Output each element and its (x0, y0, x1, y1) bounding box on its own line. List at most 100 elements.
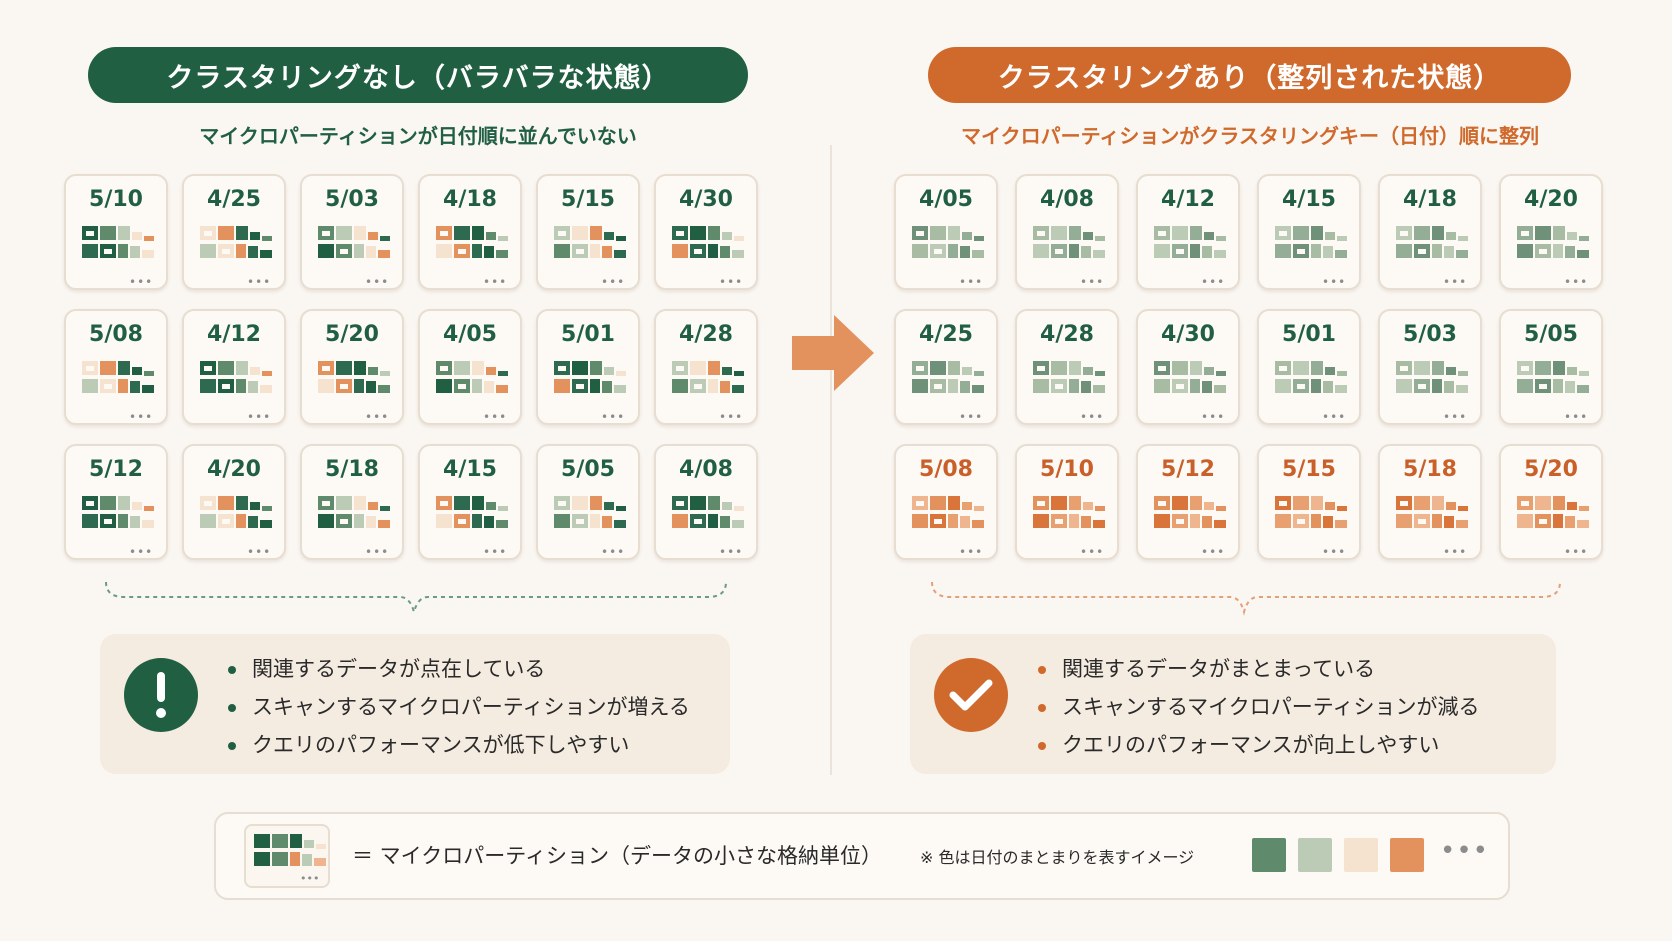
micro-partition-tile: 4/28••• (654, 309, 758, 425)
data-block (972, 250, 984, 258)
micro-partition-tile: 5/05••• (536, 444, 640, 560)
data-block (734, 236, 744, 241)
right-title: クラスタリングあり（整列された状態） (997, 62, 1502, 94)
data-block-inset (934, 519, 942, 524)
data-block (734, 506, 744, 511)
data-block (1095, 506, 1105, 511)
legend-equation: ＝ マイクロパーティション（データの小さな格納単位） (352, 844, 882, 868)
data-block (82, 379, 98, 393)
tile-date-label: 4/20 (1524, 187, 1578, 212)
data-block (1293, 361, 1309, 375)
partition-blocks (200, 226, 272, 278)
data-block (272, 834, 288, 848)
more-dots: ••• (1443, 545, 1468, 559)
tile-date-label: 5/18 (325, 457, 379, 482)
micro-partition-tile: 4/12••• (182, 309, 286, 425)
data-block (132, 502, 142, 510)
partition-blocks (200, 496, 272, 548)
clustered-summary-box: 関連するデータがまとまっている スキャンするマイクロパーティションが減る クエリ… (910, 634, 1556, 774)
data-block (1172, 496, 1188, 510)
data-block (218, 496, 234, 510)
more-dots: ••• (483, 410, 508, 424)
data-block (590, 226, 602, 240)
data-block (1323, 381, 1333, 393)
data-block (1565, 246, 1575, 258)
data-block-inset (222, 519, 230, 524)
data-block (486, 502, 496, 510)
data-block-inset (694, 519, 702, 524)
data-block (604, 367, 614, 375)
partition-blocks (82, 226, 154, 278)
data-block (1567, 367, 1577, 375)
data-block (590, 379, 600, 393)
data-block (130, 516, 140, 528)
data-block (236, 244, 246, 258)
data-block (962, 367, 972, 375)
tile-date-label: 5/01 (1282, 322, 1336, 347)
data-block (912, 244, 928, 258)
data-block-inset (916, 366, 924, 371)
legend-more: ••• (1440, 836, 1490, 866)
data-block (1577, 385, 1589, 393)
data-block (498, 371, 508, 376)
data-block (254, 852, 270, 866)
data-block (1190, 514, 1200, 528)
data-block-inset (1297, 384, 1305, 389)
data-block (722, 232, 732, 240)
data-block (118, 379, 128, 393)
data-block (948, 244, 958, 258)
data-block (604, 502, 614, 510)
data-block (960, 516, 970, 528)
data-block (1202, 381, 1212, 393)
data-block (318, 379, 334, 393)
data-block-inset (222, 384, 230, 389)
data-block (1154, 379, 1170, 393)
more-dots: ••• (959, 545, 984, 559)
more-dots: ••• (247, 545, 272, 559)
data-block (948, 514, 958, 528)
data-block (248, 246, 258, 258)
micro-partition-tile: 5/15••• (536, 174, 640, 290)
data-block (144, 236, 154, 241)
data-block (614, 250, 626, 258)
tile-date-label: 4/25 (207, 187, 261, 212)
more-dots: ••• (1201, 410, 1226, 424)
checkmark-icon (934, 658, 1008, 732)
more-dots: ••• (1201, 275, 1226, 289)
data-block (100, 496, 116, 510)
data-block-inset (676, 366, 684, 371)
data-block (144, 371, 154, 376)
partition-blocks (554, 361, 626, 413)
more-dots: ••• (1564, 275, 1589, 289)
partition-blocks (318, 496, 390, 548)
data-block (732, 520, 744, 528)
data-block-inset (1037, 501, 1045, 506)
data-block (366, 381, 376, 393)
data-block (472, 361, 484, 375)
data-block (930, 226, 946, 240)
center-divider (830, 145, 832, 775)
data-block (1093, 385, 1105, 393)
unclustered-summary-box: 関連するデータが点在している スキャンするマイクロパーティションが増える クエリ… (100, 634, 730, 774)
data-block (590, 244, 600, 258)
data-block (316, 844, 326, 849)
data-block (1204, 502, 1214, 510)
partition-blocks (82, 496, 154, 548)
data-block-inset (934, 384, 942, 389)
data-block-inset (576, 384, 584, 389)
data-block-inset (104, 384, 112, 389)
tile-date-label: 4/30 (1161, 322, 1215, 347)
tile-date-label: 4/15 (1282, 187, 1336, 212)
micro-partition-tile: 4/08••• (654, 444, 758, 560)
data-block-inset (458, 249, 466, 254)
data-block (1081, 246, 1091, 258)
data-block (218, 226, 234, 240)
right-arrow-icon (792, 315, 874, 391)
data-block (1432, 244, 1442, 258)
data-block (1325, 367, 1335, 375)
data-block (602, 516, 612, 528)
data-block (672, 244, 688, 258)
data-block-inset (1279, 231, 1287, 236)
data-block (1051, 361, 1067, 375)
data-block-inset (934, 249, 942, 254)
